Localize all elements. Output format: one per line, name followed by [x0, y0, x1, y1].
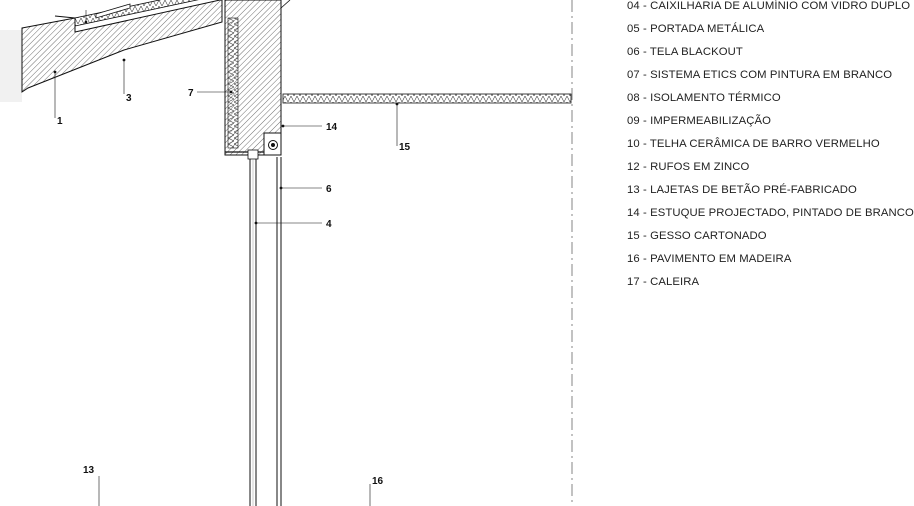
callout-15: 15 — [399, 142, 411, 153]
legend-item-13: 13 - LAJETAS DE BETÃO PRÉ-FABRICADO — [627, 184, 857, 196]
legend-item-06: 06 - TELA BLACKOUT — [627, 46, 743, 58]
callout-3: 3 — [126, 93, 132, 104]
callout-6: 6 — [326, 184, 332, 195]
legend-item-12: 12 - RUFOS EM ZINCO — [627, 161, 750, 173]
legend-item-04: 04 - CAIXILHARIA DE ALUMÍNIO COM VIDRO D… — [627, 0, 911, 12]
callout-7: 7 — [188, 88, 194, 99]
legend-item-14: 14 - ESTUQUE PROJECTADO, PINTADO DE BRAN… — [627, 207, 914, 219]
legend-item-16: 16 - PAVIMENTO EM MADEIRA — [627, 253, 792, 265]
callout-4: 4 — [326, 219, 332, 230]
roof-gutter — [95, 3, 131, 19]
roof-insulation — [74, 0, 199, 27]
materials-legend: 04 - CAIXILHARIA DE ALUMÍNIO COM VIDRO D… — [627, 0, 914, 294]
callout-1: 1 — [57, 116, 63, 127]
callout-16: 16 — [372, 476, 384, 487]
legend-item-15: 15 - GESSO CARTONADO — [627, 230, 767, 242]
callout-13: 13 — [83, 465, 95, 476]
etics-insulation — [227, 17, 239, 149]
plasterboard-ceiling — [282, 93, 572, 104]
legend-item-07: 07 - SISTEMA ETICS COM PINTURA EM BRANCO — [627, 69, 893, 81]
overhang-shade — [0, 30, 22, 102]
flashing-line — [54, 15, 76, 19]
callout-14: 14 — [326, 122, 338, 133]
blind-roller-core — [271, 143, 275, 147]
legend-item-09: 09 - IMPERMEABILIZAÇÃO — [627, 115, 772, 127]
legend-item-05: 05 - PORTADA METÁLICA — [627, 23, 765, 35]
callout-dots — [53, 58, 399, 225]
legend-item-08: 08 - ISOLAMENTO TÉRMICO — [627, 92, 781, 104]
roof-edge — [280, 0, 291, 9]
window-head — [247, 149, 259, 160]
legend-item-17: 17 - CALEIRA — [627, 276, 700, 288]
callout-leaders — [54, 60, 398, 506]
legend-item-10: 10 - TELHA CERÂMICA DE BARRO VERMELHO — [627, 138, 880, 150]
